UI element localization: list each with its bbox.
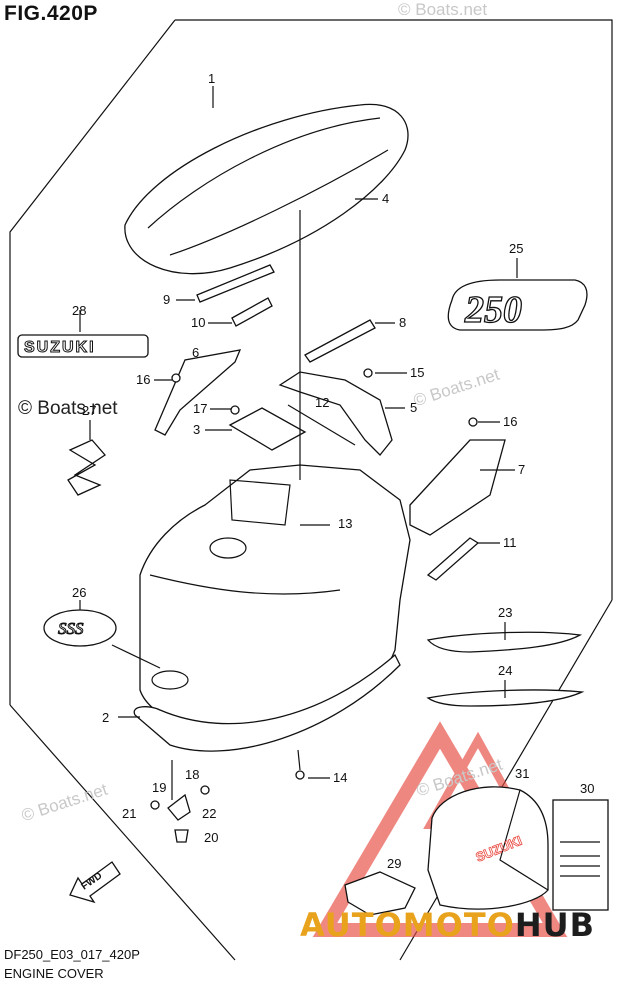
watermark: © Boats.net	[18, 398, 118, 419]
part-number-11: 11	[503, 535, 517, 550]
part-number-3: 3	[193, 422, 200, 437]
lower-cover-body	[139, 464, 411, 737]
part-number-22: 22	[202, 806, 216, 821]
part-number-1: 1	[208, 71, 215, 86]
brand-auto: AUTO	[300, 906, 403, 944]
part-number-31: 31	[515, 766, 529, 781]
part-number-24: 24	[498, 663, 512, 678]
part-number-16b: 16	[503, 414, 517, 429]
top-hood	[124, 103, 409, 275]
grommet-20	[174, 829, 189, 843]
part-number-20: 20	[204, 830, 218, 845]
part-number-9: 9	[163, 292, 170, 307]
cover-bag-31	[427, 786, 549, 910]
bolt-22	[200, 785, 210, 795]
part-number-14: 14	[333, 770, 347, 785]
seal-ring-2	[133, 653, 401, 752]
frame-lines	[9, 19, 613, 961]
part-number-12: 12	[315, 395, 329, 410]
side-strip-24	[426, 689, 585, 707]
bolt-16b	[468, 417, 478, 427]
part-number-25: 25	[509, 241, 523, 256]
diagram-name: ENGINE COVER	[4, 966, 104, 981]
decal-suzuki	[17, 334, 149, 358]
part-number-17: 17	[193, 401, 207, 416]
part-number-28: 28	[72, 303, 86, 318]
side-strip-23	[426, 631, 583, 653]
figure-title: FIG.420P	[4, 2, 98, 25]
bracket-19	[167, 793, 191, 821]
fwd-arrow	[69, 861, 121, 904]
bolt-21	[150, 800, 160, 810]
part-number-29: 29	[387, 856, 401, 871]
plate-3	[228, 407, 307, 451]
vent-7	[409, 439, 506, 536]
bolt-16a	[171, 373, 181, 383]
owners-manual	[552, 799, 609, 911]
brand-moto: MOTO	[402, 906, 515, 944]
part-number-30: 30	[580, 781, 594, 796]
part-number-15: 15	[410, 365, 424, 380]
seal-strip-11	[426, 537, 480, 581]
leader-lines	[79, 86, 518, 800]
part-number-7: 7	[518, 462, 525, 477]
brand-hub: HUB	[514, 906, 596, 944]
part-number-6: 6	[192, 345, 199, 360]
diagram-code: DF250_E03_017_420P	[4, 947, 140, 962]
part-number-4: 4	[382, 191, 389, 206]
brand-logo: AUTOMOTOHUB	[300, 906, 595, 944]
watermark: © Boats.net	[398, 0, 488, 19]
part-number-26: 26	[72, 585, 86, 600]
seal-strip-10	[231, 297, 273, 327]
part-number-5: 5	[410, 400, 417, 415]
decal-250-text: 250	[464, 289, 522, 331]
seal-strip-9	[196, 264, 275, 303]
part-number-27: 27	[82, 403, 96, 418]
emblem-sss-text: SSS	[58, 619, 84, 638]
part-number-10: 10	[191, 315, 205, 330]
bolt-17	[230, 405, 240, 415]
bolt-15	[363, 368, 373, 378]
part-number-2: 2	[102, 710, 109, 725]
cap-29	[344, 871, 416, 916]
part-numbers: 1 2 3 4 5 6 7 8 9 10 11 12 13 14 15 16 1…	[72, 71, 594, 871]
emblem-s	[67, 439, 106, 496]
decal-250	[447, 279, 588, 331]
part-number-19: 19	[152, 780, 166, 795]
part-number-16a: 16	[136, 372, 150, 387]
bolt-14	[295, 770, 305, 780]
part-number-21: 21	[122, 806, 136, 821]
vent-5	[278, 371, 393, 456]
part-number-23: 23	[498, 605, 512, 620]
part-number-18: 18	[185, 767, 199, 782]
seal-strip-8	[304, 319, 376, 363]
decal-suzuki-text: SUZUKI	[24, 339, 96, 356]
vent-6	[154, 349, 242, 436]
part-number-8: 8	[399, 315, 406, 330]
part-number-13: 13	[338, 516, 352, 531]
